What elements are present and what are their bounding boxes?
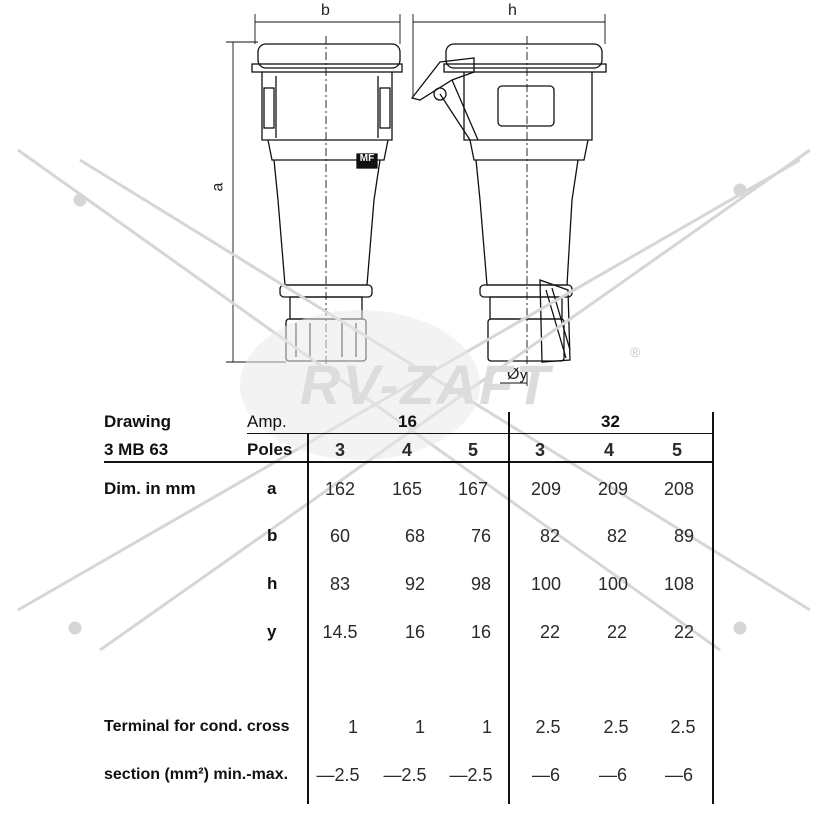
dim-label-b: b [321, 2, 330, 19]
watermark-text: RV-ZAFT [300, 353, 552, 416]
column-divider-middle [508, 412, 510, 804]
amp-group-16: 16 [398, 412, 417, 431]
column-divider-left [307, 434, 309, 804]
cell: 82 [539, 526, 561, 546]
watermark-registered-mark: ® [630, 344, 641, 360]
amp-group-32: 32 [601, 412, 620, 431]
cell: 22 [606, 622, 628, 642]
cell: 2.5 [535, 717, 561, 737]
cell: 100 [597, 574, 629, 594]
drawing-label: Drawing [104, 412, 172, 431]
dim-label: Dim. in mm [104, 479, 196, 498]
cell: —6 [664, 765, 693, 785]
row-key-b: b [267, 526, 278, 545]
row-key-a: a [267, 479, 277, 498]
poles-label: Poles [247, 440, 293, 459]
dim-label-h: h [508, 2, 517, 19]
header-rule [104, 461, 713, 463]
cell: 22 [673, 622, 695, 642]
cell: 22 [539, 622, 561, 642]
cell: 98 [470, 574, 492, 594]
poles-header: 5 [467, 440, 478, 460]
cell: 92 [404, 574, 426, 594]
cell: 60 [329, 526, 351, 546]
cell: 1 [347, 717, 358, 737]
poles-header: 5 [671, 440, 682, 460]
terminal-label-line2: section (mm²) min.-max. [104, 766, 289, 783]
cell: 1 [414, 717, 425, 737]
column-divider-right [712, 412, 714, 804]
cell: —2.5 [449, 765, 493, 785]
terminal-label-line1: Terminal for cond. cross [104, 718, 290, 735]
cell: 14.5 [322, 622, 358, 642]
cell: 82 [606, 526, 628, 546]
cell: —2.5 [316, 765, 360, 785]
cell: 162 [324, 479, 356, 499]
connector-side-view [410, 43, 607, 363]
cell: 76 [470, 526, 492, 546]
cell: 2.5 [603, 717, 629, 737]
brand-logo: MF [359, 153, 375, 164]
cell: 108 [663, 574, 695, 594]
poles-header: 3 [534, 440, 545, 460]
cell: 209 [597, 479, 629, 499]
cell: 89 [673, 526, 695, 546]
cell: 100 [530, 574, 562, 594]
cell: —6 [598, 765, 627, 785]
drawing-code: 3 MB 63 [104, 440, 169, 459]
row-key-h: h [267, 574, 278, 593]
cell: 83 [329, 574, 351, 594]
cell: —2.5 [383, 765, 427, 785]
connector-front-view [251, 43, 403, 362]
cell: 1 [481, 717, 492, 737]
cell: 2.5 [670, 717, 696, 737]
cell: 68 [404, 526, 426, 546]
amp-rule [247, 433, 713, 434]
cell: 165 [391, 479, 423, 499]
cell: 208 [663, 479, 695, 499]
cell: 16 [470, 622, 492, 642]
technical-drawing [226, 14, 607, 386]
poles-header: 3 [334, 440, 345, 460]
row-key-y: y [267, 622, 277, 641]
poles-header: 4 [401, 440, 412, 460]
cell: —6 [531, 765, 560, 785]
cell: 167 [457, 479, 489, 499]
cell: 16 [404, 622, 426, 642]
dim-label-a: a [209, 182, 227, 192]
amp-label: Amp. [247, 412, 287, 431]
poles-header: 4 [603, 440, 614, 460]
cell: 209 [530, 479, 562, 499]
